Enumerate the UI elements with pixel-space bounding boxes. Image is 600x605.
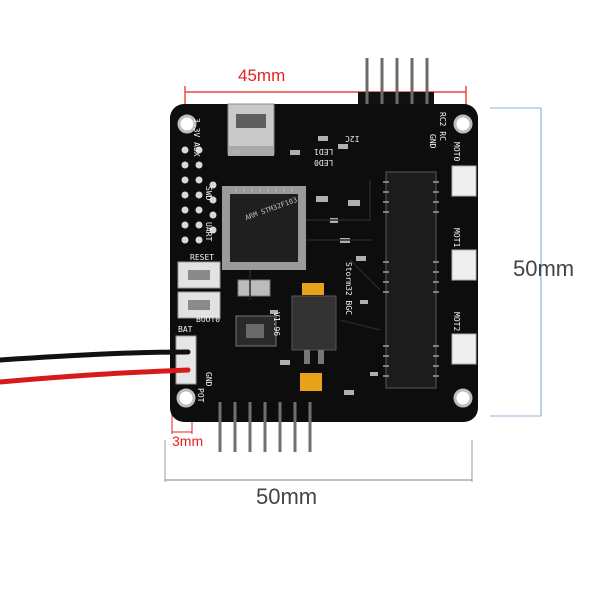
- silk-gnd: GND: [204, 372, 213, 387]
- dimension-bottom-label: 50mm: [256, 484, 318, 509]
- left-pin-holes: [181, 146, 217, 244]
- boot-button-part: [177, 291, 221, 319]
- usb-connector: [227, 103, 275, 156]
- silk-led1: LED1: [314, 147, 334, 156]
- dimension-bottom: [164, 440, 473, 482]
- dimension-top-label: 45mm: [238, 66, 286, 85]
- dimension-right: [490, 107, 542, 417]
- gyro-chip: [235, 315, 277, 347]
- silk-version: V1.96: [272, 312, 281, 337]
- silk-uart: UART: [204, 222, 213, 242]
- bottom-pin-header: [218, 402, 312, 452]
- mounting-holes: [176, 114, 473, 408]
- voltage-regulator: [291, 295, 337, 364]
- silk-pot: POT: [196, 388, 205, 403]
- motor-drivers: [383, 171, 439, 389]
- silk-swd: SWD: [204, 186, 213, 201]
- battery-connector: [175, 335, 197, 385]
- dimension-right-label: 50mm: [513, 256, 575, 281]
- silk-mot1: MOT1: [452, 228, 461, 248]
- silk-mot2: MOT2: [452, 312, 461, 332]
- mcu-chip: [222, 186, 306, 270]
- silk-boot: BOOT0: [196, 315, 221, 324]
- crystal: [237, 279, 271, 297]
- pcb-traces: [249, 180, 381, 331]
- silk-led0: LED0: [314, 158, 334, 167]
- dimension-hole-label: 3mm: [172, 433, 204, 449]
- silk-bat: BAT: [178, 325, 193, 334]
- silk-model: Storm32 BGC: [344, 262, 353, 315]
- silk-gnd2: GND: [428, 134, 437, 149]
- silk-mot0: MOT0: [452, 142, 461, 162]
- motor-connectors: [451, 165, 477, 365]
- silk-i2c: I2C: [345, 134, 360, 143]
- silk-aux: 3.3V AUX: [192, 118, 201, 157]
- silk-reset: RESET: [190, 253, 215, 262]
- reset-button-part: [177, 261, 221, 289]
- battery-wires: [0, 349, 191, 385]
- silk-rc2: RC2 RC: [438, 112, 447, 141]
